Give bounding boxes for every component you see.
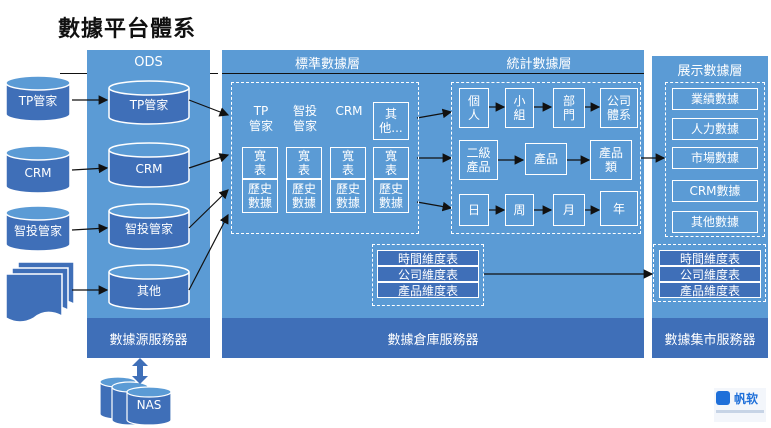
- stat-node-day: 日: [459, 194, 489, 226]
- std-col-title: CRM: [335, 104, 363, 118]
- mart-items-group: [665, 82, 765, 237]
- stat-node-month: 月: [553, 194, 585, 226]
- source-cylinder-zt: [5, 205, 71, 252]
- logo-tagline-bar: [716, 410, 764, 413]
- divider: [222, 73, 644, 74]
- mart-item-market: 市場數據: [672, 147, 758, 169]
- source-label-tp: TP管家: [18, 94, 58, 108]
- mart-header: 展示數據層: [677, 63, 743, 79]
- mart-item-other: 其他數據: [672, 211, 758, 233]
- mart-footer: 數據集市服務器: [652, 318, 768, 358]
- std-col-title: 智投 管家: [292, 104, 317, 133]
- ods-label-crm: CRM: [135, 162, 163, 176]
- logo-text: 帆软: [734, 392, 759, 406]
- source-cylinder-crm: [5, 145, 71, 194]
- ods-header: ODS: [134, 54, 163, 70]
- std-history-table: 歷史 數據: [373, 179, 409, 213]
- mart-item-hr: 人力數據: [672, 118, 758, 140]
- mart-dim-company: 公司維度表: [659, 266, 761, 282]
- stat-node-company: 公司 體系: [600, 88, 638, 128]
- ods-cylinder-crm: [108, 142, 190, 188]
- logo: 帆软: [714, 388, 766, 422]
- mart-dim-time: 時間維度表: [659, 250, 761, 266]
- stat-node-person: 個 人: [459, 88, 489, 128]
- dim-table-product: 產品維度表: [377, 282, 479, 298]
- mart-item-crm: CRM數據: [672, 180, 758, 202]
- source-label-crm: CRM: [24, 166, 52, 180]
- dim-table-company: 公司維度表: [377, 266, 479, 282]
- page-title: 數據平台體系: [58, 17, 197, 42]
- ods-cylinder-tp: [108, 80, 190, 125]
- std-wide-table: 寬 表: [330, 147, 366, 179]
- mart-item-performance: 業績數據: [672, 88, 758, 110]
- std-layer-group: [231, 82, 419, 234]
- std-wide-table: 寬 表: [373, 147, 409, 179]
- std-wide-table: 寬 表: [242, 147, 278, 179]
- stat-node-sub-product: 二級 產品: [459, 140, 498, 180]
- nas-label: NAS: [136, 398, 162, 412]
- source-label-zt: 智投管家: [13, 224, 62, 238]
- std-wide-table: 寬 表: [286, 147, 322, 179]
- std-history-table: 歷史 數據: [286, 179, 322, 213]
- std-layer-header: 標準數據層: [294, 56, 360, 72]
- std-history-table: 歷史 數據: [242, 179, 278, 213]
- std-history-table: 歷史 數據: [330, 179, 366, 213]
- warehouse-dim-group: [372, 244, 484, 306]
- ods-cylinder-other: [108, 264, 190, 310]
- nas-storage-icon: [99, 376, 172, 426]
- ods-label-zt: 智投管家: [124, 222, 173, 236]
- dim-table-time: 時間維度表: [377, 250, 479, 266]
- stat-node-week: 周: [505, 194, 534, 226]
- stat-layer-header: 統計數據層: [506, 56, 572, 72]
- stat-node-department: 部 門: [553, 88, 585, 128]
- ods-label-tp: TP管家: [129, 98, 169, 112]
- stat-node-group: 小 組: [505, 88, 534, 128]
- std-col-title: 其 他...: [373, 102, 409, 140]
- mart-dim-product: 產品維度表: [659, 282, 761, 298]
- stat-layer-group: [451, 82, 641, 234]
- ods-footer: 數據源服務器: [87, 318, 210, 358]
- logo-icon: [716, 391, 730, 405]
- multi-document-icon: [5, 261, 75, 323]
- mart-dim-group: [653, 244, 766, 302]
- stat-node-year: 年: [600, 191, 638, 226]
- ods-label-other: 其他: [136, 284, 161, 298]
- std-col-title: TP 管家: [248, 104, 273, 133]
- stat-node-product: 產品: [525, 143, 567, 175]
- nas-link-arrow: [132, 358, 148, 384]
- ods-cylinder-zt: [108, 203, 190, 250]
- stat-node-product-class: 產品 類: [590, 140, 632, 180]
- source-cylinder-tp: [5, 75, 71, 122]
- warehouse-footer: 數據倉庫服務器: [222, 318, 644, 358]
